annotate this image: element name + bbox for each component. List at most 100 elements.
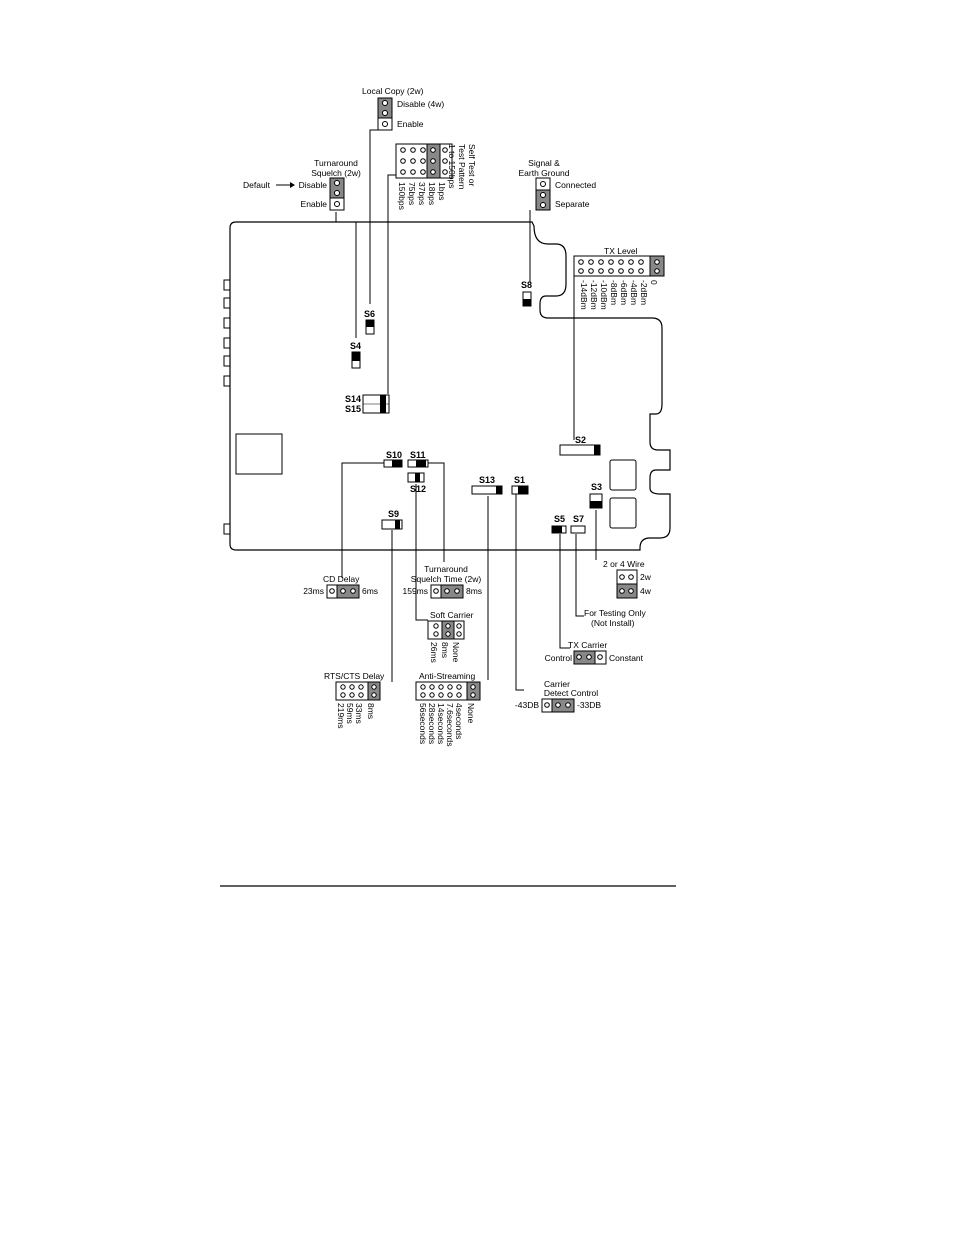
anti-streaming-title: Anti-Streaming [419,671,475,681]
switch-s9-label: S9 [388,509,399,519]
local-copy-setting: Local Copy (2w) Disable (4w) Enable [362,86,444,131]
default-arrow-icon [290,182,295,188]
squelch-time-left-label: 159ms [402,586,428,596]
wire-mode-setting: 2 or 4 Wire 2w 4w [603,559,652,599]
self-test-title-1: Self Test or [467,144,477,187]
local-copy-jumper-cap [377,97,393,119]
anti-streaming-option-4: 28seconds [427,703,437,744]
turnaround-squelch-jumper-cap [329,177,345,199]
rts-cts-delay-jumper-cap [367,681,381,701]
switch-s10-label: S10 [386,450,402,460]
board-component-b [609,497,637,529]
signal-ground-title-2: Earth Ground [518,168,569,178]
cd-delay-title: CD Delay [323,574,360,584]
switch-s12: S12 [407,472,426,494]
self-test-title-3: 1 to 150bps [447,144,457,188]
wire-mode-2w-label: 2w [640,572,652,582]
switch-s3-label: S3 [591,482,602,492]
turnaround-squelch-setting: Turnaround Squelch (2w) Default Disable … [243,158,361,211]
tx-level-6: -12dBm [589,280,599,310]
tx-carrier-right-label: Constant [609,653,644,663]
turnaround-squelch-default-label: Default [243,180,271,190]
cd-delay-left-label: 23ms [303,586,324,596]
carrier-detect-right-label: -33DB [577,700,601,710]
carrier-detect-title-2: Detect Control [544,688,598,698]
soft-carrier-option-2: 26ms [429,642,439,663]
squelch-time-setting: Turnaround Squelch Time (2w) 159ms 8ms [402,564,482,599]
tx-level-7: -14dBm [579,280,589,310]
rts-cts-delay-title: RTS/CTS Delay [324,671,385,681]
switch-s12-label: S12 [410,484,426,494]
tx-level-jumper-cap [649,255,665,277]
switch-s15-label: S15 [345,404,361,414]
self-test-setting: Self Test or Test Pattern 1 to 150bps 1b… [395,143,477,210]
rts-cts-delay-option-3: 219ms [336,703,346,729]
signal-ground-setting: Signal & Earth Ground Connected Separate [518,158,596,211]
switch-s13-label: S13 [479,475,495,485]
signal-ground-title-1: Signal & [528,158,560,168]
tx-level-3: -6dBm [619,280,629,305]
tx-level-1: -2dBm [639,280,649,305]
carrier-detect-left-label: -43DB [515,700,539,710]
switch-s6: S6 [364,309,375,335]
switch-s11-label: S11 [410,450,426,460]
cd-delay-setting: CD Delay 23ms 6ms [303,574,378,599]
testing-only-line-1: For Testing Only [584,608,646,618]
tx-level-setting: TX Level 0 -2dBm -4dBm -6dBm -8dBm -10dB… [573,246,665,310]
leader-lines [335,129,597,691]
anti-streaming-option-5: 56seconds [418,703,428,744]
self-test-title-2: Test Pattern [457,144,467,190]
tx-carrier-title: TX Carrier [568,640,607,650]
board-component-a [609,459,637,491]
tx-level-2: -4dBm [629,280,639,305]
switch-s3: S3 [589,482,603,509]
self-test-rate-1: 18bps [427,182,437,205]
signal-ground-separate-label: Separate [555,199,590,209]
tx-level-0: 0 [649,280,659,285]
soft-carrier-jumper-cap [441,620,455,640]
switch-s4: S4 [350,341,361,369]
wire-mode-title: 2 or 4 Wire [603,559,645,569]
tx-carrier-setting: TX Carrier Control Constant [545,640,644,665]
squelch-time-title-2: Squelch Time (2w) [411,574,482,584]
switch-s8-label: S8 [521,280,532,290]
switch-s10: S10 [383,450,403,468]
anti-streaming-option-1: 4seconds [454,703,464,739]
turnaround-squelch-enable-label: Enable [301,199,328,209]
turnaround-squelch-disable-label: Disable [299,180,328,190]
anti-streaming-option-2: 7.6seconds [445,703,455,746]
switch-s11: S11 [407,450,429,468]
soft-carrier-option-1: 8ms [440,642,450,658]
switch-s9: S9 [381,509,403,530]
board-connector-block [235,433,283,475]
tx-carrier-left-label: Control [545,653,573,663]
carrier-detect-title-1: Carrier [544,679,570,689]
self-test-rate-0: 1bps [437,182,447,200]
wire-mode-jumper-cap [616,583,638,599]
switch-s8: S8 [521,280,532,307]
board-outline [229,221,671,551]
switch-s7-label: S7 [573,514,584,524]
rts-cts-delay-option-1: 33ms [354,703,364,724]
signal-ground-connected-label: Connected [555,180,596,190]
self-test-rate-2: 37bps [417,182,427,205]
testing-only-note: For Testing Only (Not Install) [584,608,646,628]
signal-ground-jumper-cap [535,189,551,211]
switch-s14-s15: S14 S15 [345,394,390,414]
switch-s14-label: S14 [345,394,361,404]
switch-s4-label: S4 [350,341,361,351]
wire-mode-4w-label: 4w [640,586,652,596]
switch-s1-label: S1 [514,475,525,485]
soft-carrier-option-0: None [451,642,461,663]
switch-s2: S2 [559,435,601,456]
turnaround-squelch-title-2: Squelch (2w) [311,168,361,178]
self-test-rate-3: 75bps [407,182,417,205]
tx-level-title: TX Level [604,246,638,256]
edge-connectors [223,279,230,535]
soft-carrier-setting: Soft Carrier None 8ms 26ms [427,610,474,663]
squelch-time-right-label: 8ms [466,586,482,596]
switch-s2-label: S2 [575,435,586,445]
carrier-detect-setting: Carrier Detect Control -43DB -33DB [515,679,601,713]
switch-s5: S5 [551,514,567,534]
anti-streaming-jumper-cap [466,681,481,701]
